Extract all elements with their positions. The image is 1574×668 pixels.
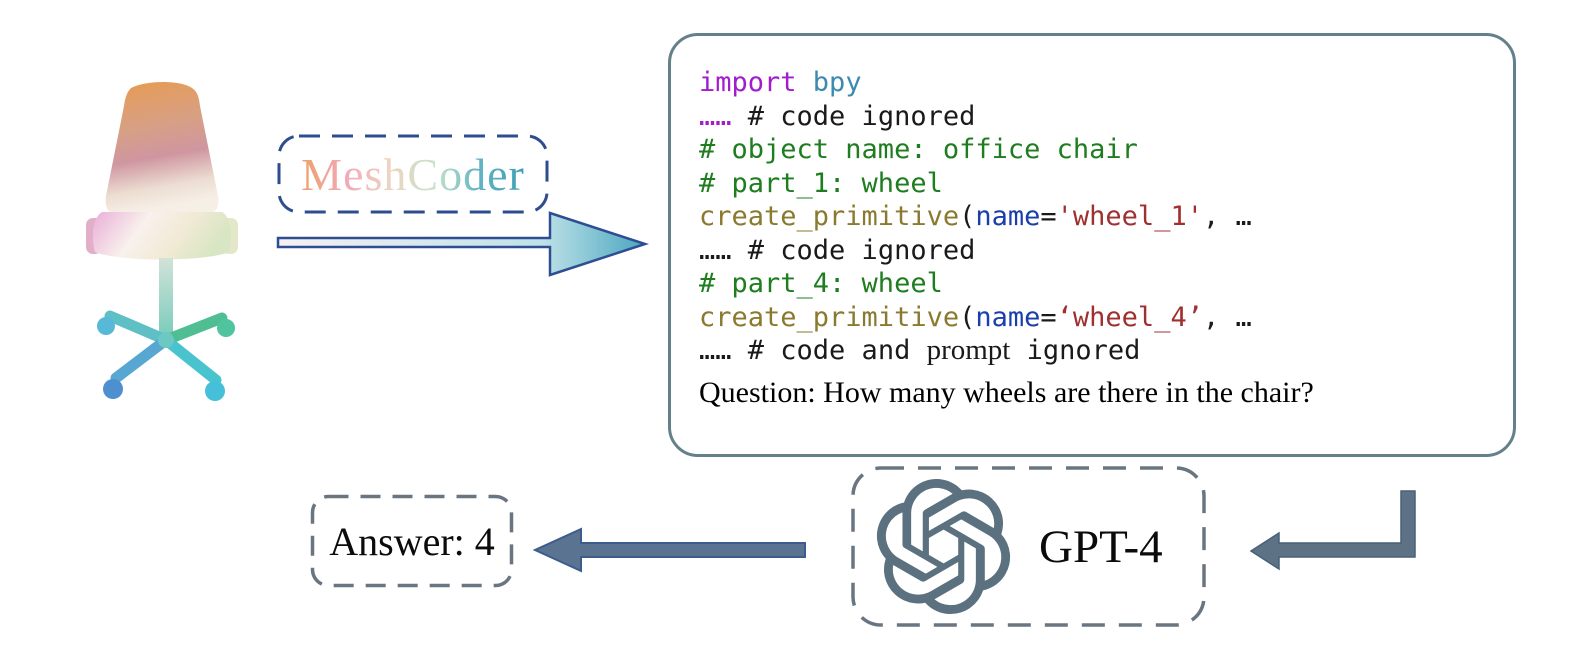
answer-box-border xyxy=(310,494,514,588)
answer-label: Answer: 4 xyxy=(329,518,495,564)
code-line: …… # code ignored xyxy=(699,234,1497,268)
code-token: # code ignored xyxy=(731,100,976,132)
code-token: name xyxy=(975,201,1041,232)
chair-wheel xyxy=(205,381,225,401)
answer-box: Answer: 4 xyxy=(310,494,514,588)
meshcoder-box: MeshCoder xyxy=(277,134,549,214)
code-token: ignored xyxy=(1010,335,1141,366)
gpt-box-border xyxy=(851,466,1206,627)
chair-backrest xyxy=(105,82,219,214)
code-line: import bpy xyxy=(699,66,1497,100)
code-token: # part_1: wheel xyxy=(699,167,943,199)
code-line: # object name: office chair xyxy=(699,133,1497,167)
code-block: import bpy…… # code ignored# object name… xyxy=(699,66,1497,411)
code-token: create_primitive xyxy=(699,201,960,232)
code-token: …… xyxy=(699,234,732,266)
code-token: bpy xyxy=(796,67,862,98)
chair-seat xyxy=(92,212,232,260)
code-token: Question: How many wheels are there in t… xyxy=(699,375,1314,409)
code-token: name xyxy=(975,301,1041,333)
meshcoder-border xyxy=(277,134,549,214)
code-line: …… # code and prompt ignored xyxy=(699,334,1497,368)
question-line: Question: How many wheels are there in t… xyxy=(699,375,1497,411)
code-token: ( xyxy=(959,301,976,333)
right-arrow-icon xyxy=(276,211,650,277)
code-line: # part_1: wheel xyxy=(699,167,1497,201)
code-token: , … xyxy=(1202,301,1252,333)
code-token: …… xyxy=(699,335,732,366)
code-token: 'wheel_1' xyxy=(1056,201,1203,232)
chair-wheel xyxy=(217,319,235,337)
code-token: = xyxy=(1040,201,1057,232)
code-token: # object name: office chair xyxy=(699,134,1138,165)
office-chair-mesh-icon xyxy=(86,82,238,401)
gpt-label: GPT-4 xyxy=(1039,520,1163,573)
left-arrow-icon xyxy=(532,527,806,573)
code-token: = xyxy=(1040,301,1057,333)
code-token: # part_4: wheel xyxy=(699,268,943,299)
chair-base-joint xyxy=(158,332,174,348)
chair-stem xyxy=(159,258,173,334)
chair-wheel xyxy=(97,317,115,335)
code-token: ( xyxy=(959,201,976,232)
openai-logo-icon xyxy=(876,479,1011,614)
code-panel: import bpy…… # code ignored# object name… xyxy=(668,33,1516,457)
gpt-box: GPT-4 xyxy=(850,465,1207,628)
code-token: , … xyxy=(1202,201,1252,232)
meshcoder-label: MeshCoder xyxy=(301,148,525,200)
code-token: ‘wheel_4’ xyxy=(1056,301,1203,333)
code-token: # code ignored xyxy=(731,234,976,266)
code-token: prompt xyxy=(926,334,1011,366)
code-line: create_primitive(name=‘wheel_4’, … xyxy=(699,301,1497,335)
code-token: import xyxy=(699,67,797,98)
code-line: create_primitive(name='wheel_1', … xyxy=(699,200,1497,234)
chair-base xyxy=(104,310,228,386)
code-token: …… xyxy=(699,100,732,132)
code-line: # part_4: wheel xyxy=(699,267,1497,301)
code-token: create_primitive xyxy=(699,301,960,333)
code-line: …… # code ignored xyxy=(699,100,1497,134)
chair-wheel xyxy=(103,379,123,399)
elbow-left-arrow-icon xyxy=(1249,490,1416,571)
code-token: # code and xyxy=(731,335,927,366)
